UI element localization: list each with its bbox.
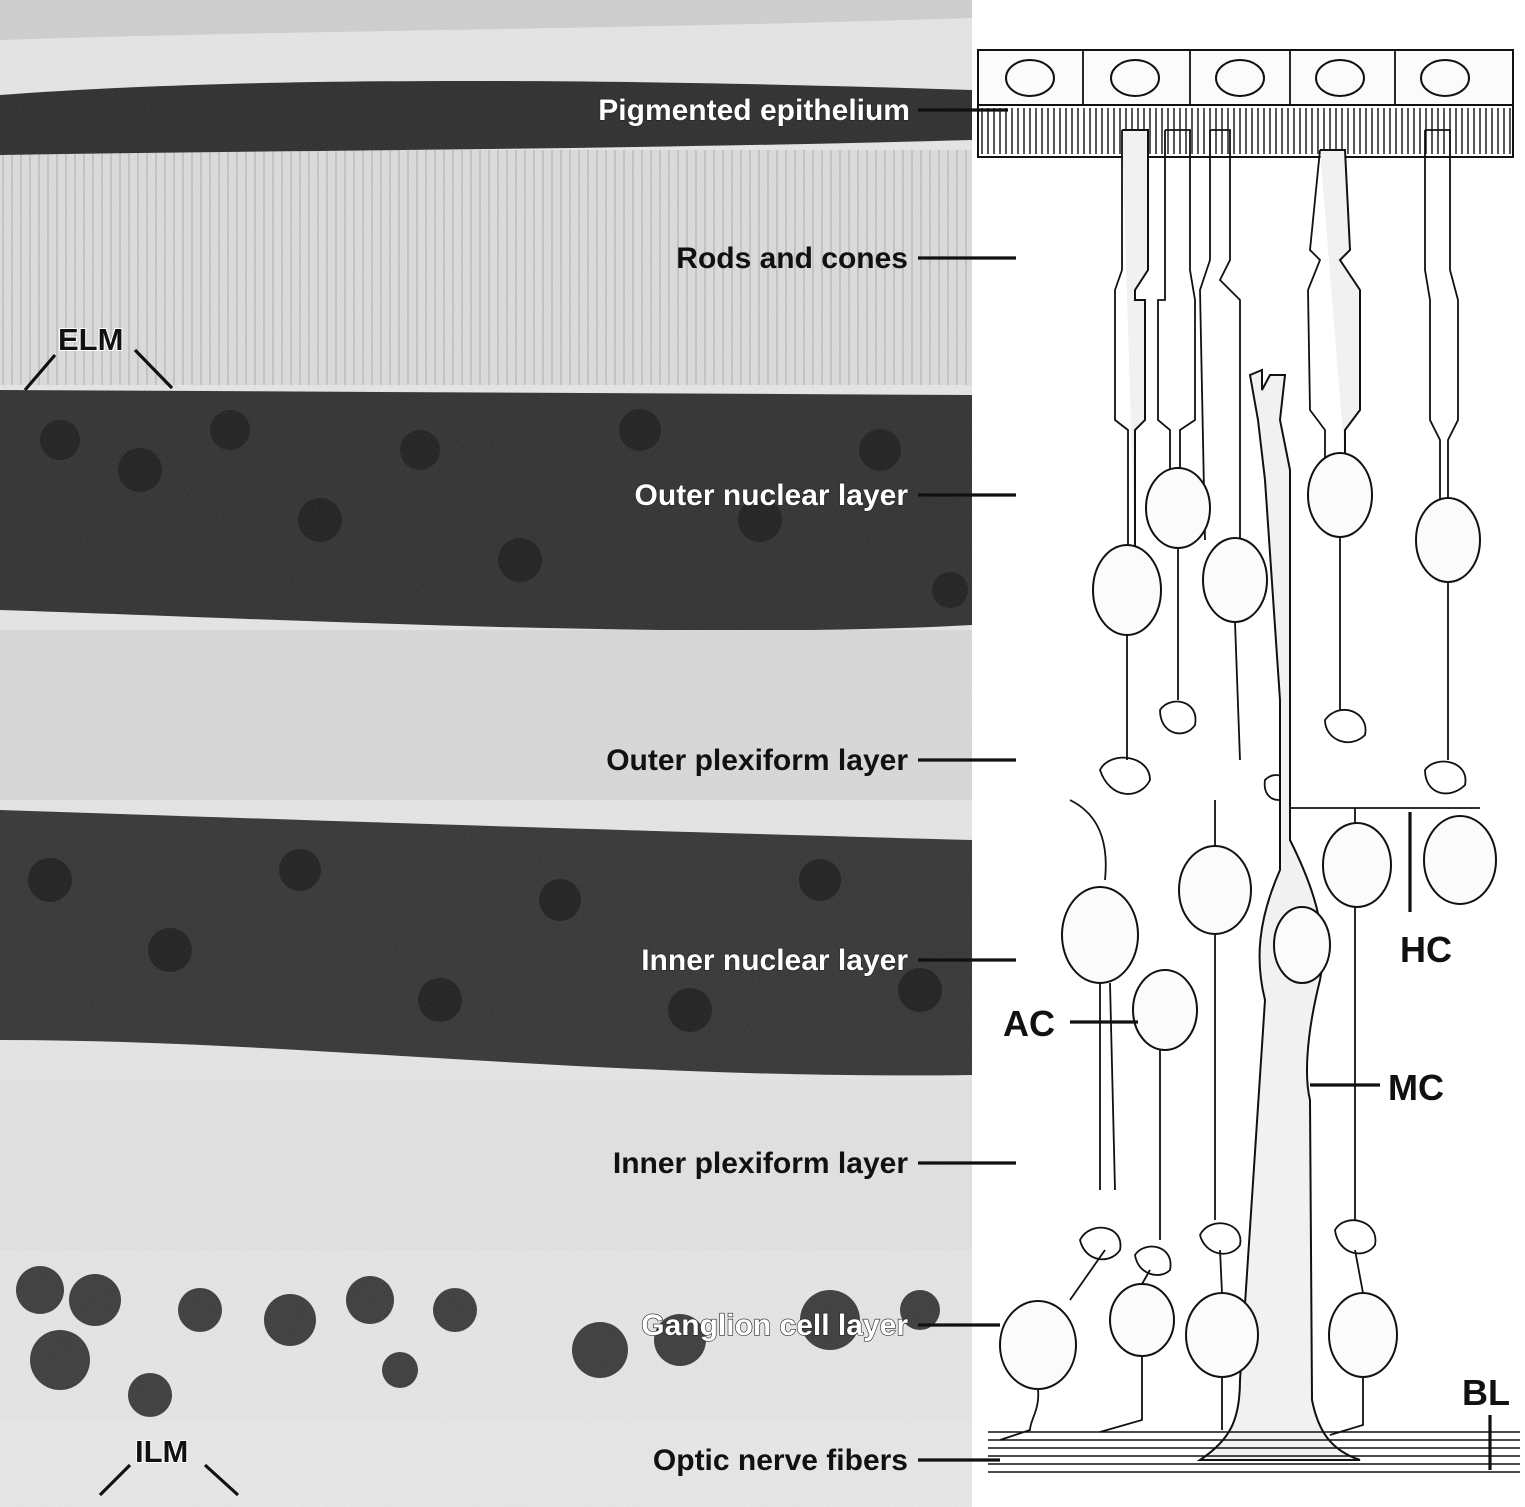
label-optic-nerve-fibers: Optic nerve fibers <box>653 1444 908 1477</box>
label-mc: MC <box>1388 1067 1444 1108</box>
label-bl: BL <box>1462 1372 1510 1413</box>
schematic-panel <box>972 0 1525 1507</box>
label-ganglion-cell-layer: Ganglion cell layer <box>641 1309 908 1342</box>
label-ilm: ILM <box>135 1434 188 1469</box>
label-outer-nuclear-layer: Outer nuclear layer <box>635 479 909 512</box>
label-hc: HC <box>1400 929 1452 970</box>
label-elm: ELM <box>58 322 123 357</box>
pigment-epithelium-cells <box>978 50 1513 157</box>
label-inner-nuclear-layer: Inner nuclear layer <box>641 944 908 977</box>
label-inner-plexiform-layer: Inner plexiform layer <box>613 1147 908 1180</box>
label-pigmented-epithelium: Pigmented epithelium <box>598 94 910 127</box>
label-outer-plexiform-layer: Outer plexiform layer <box>606 744 908 777</box>
label-ac: AC <box>1003 1003 1055 1044</box>
label-rods-and-cones: Rods and cones <box>676 242 908 275</box>
